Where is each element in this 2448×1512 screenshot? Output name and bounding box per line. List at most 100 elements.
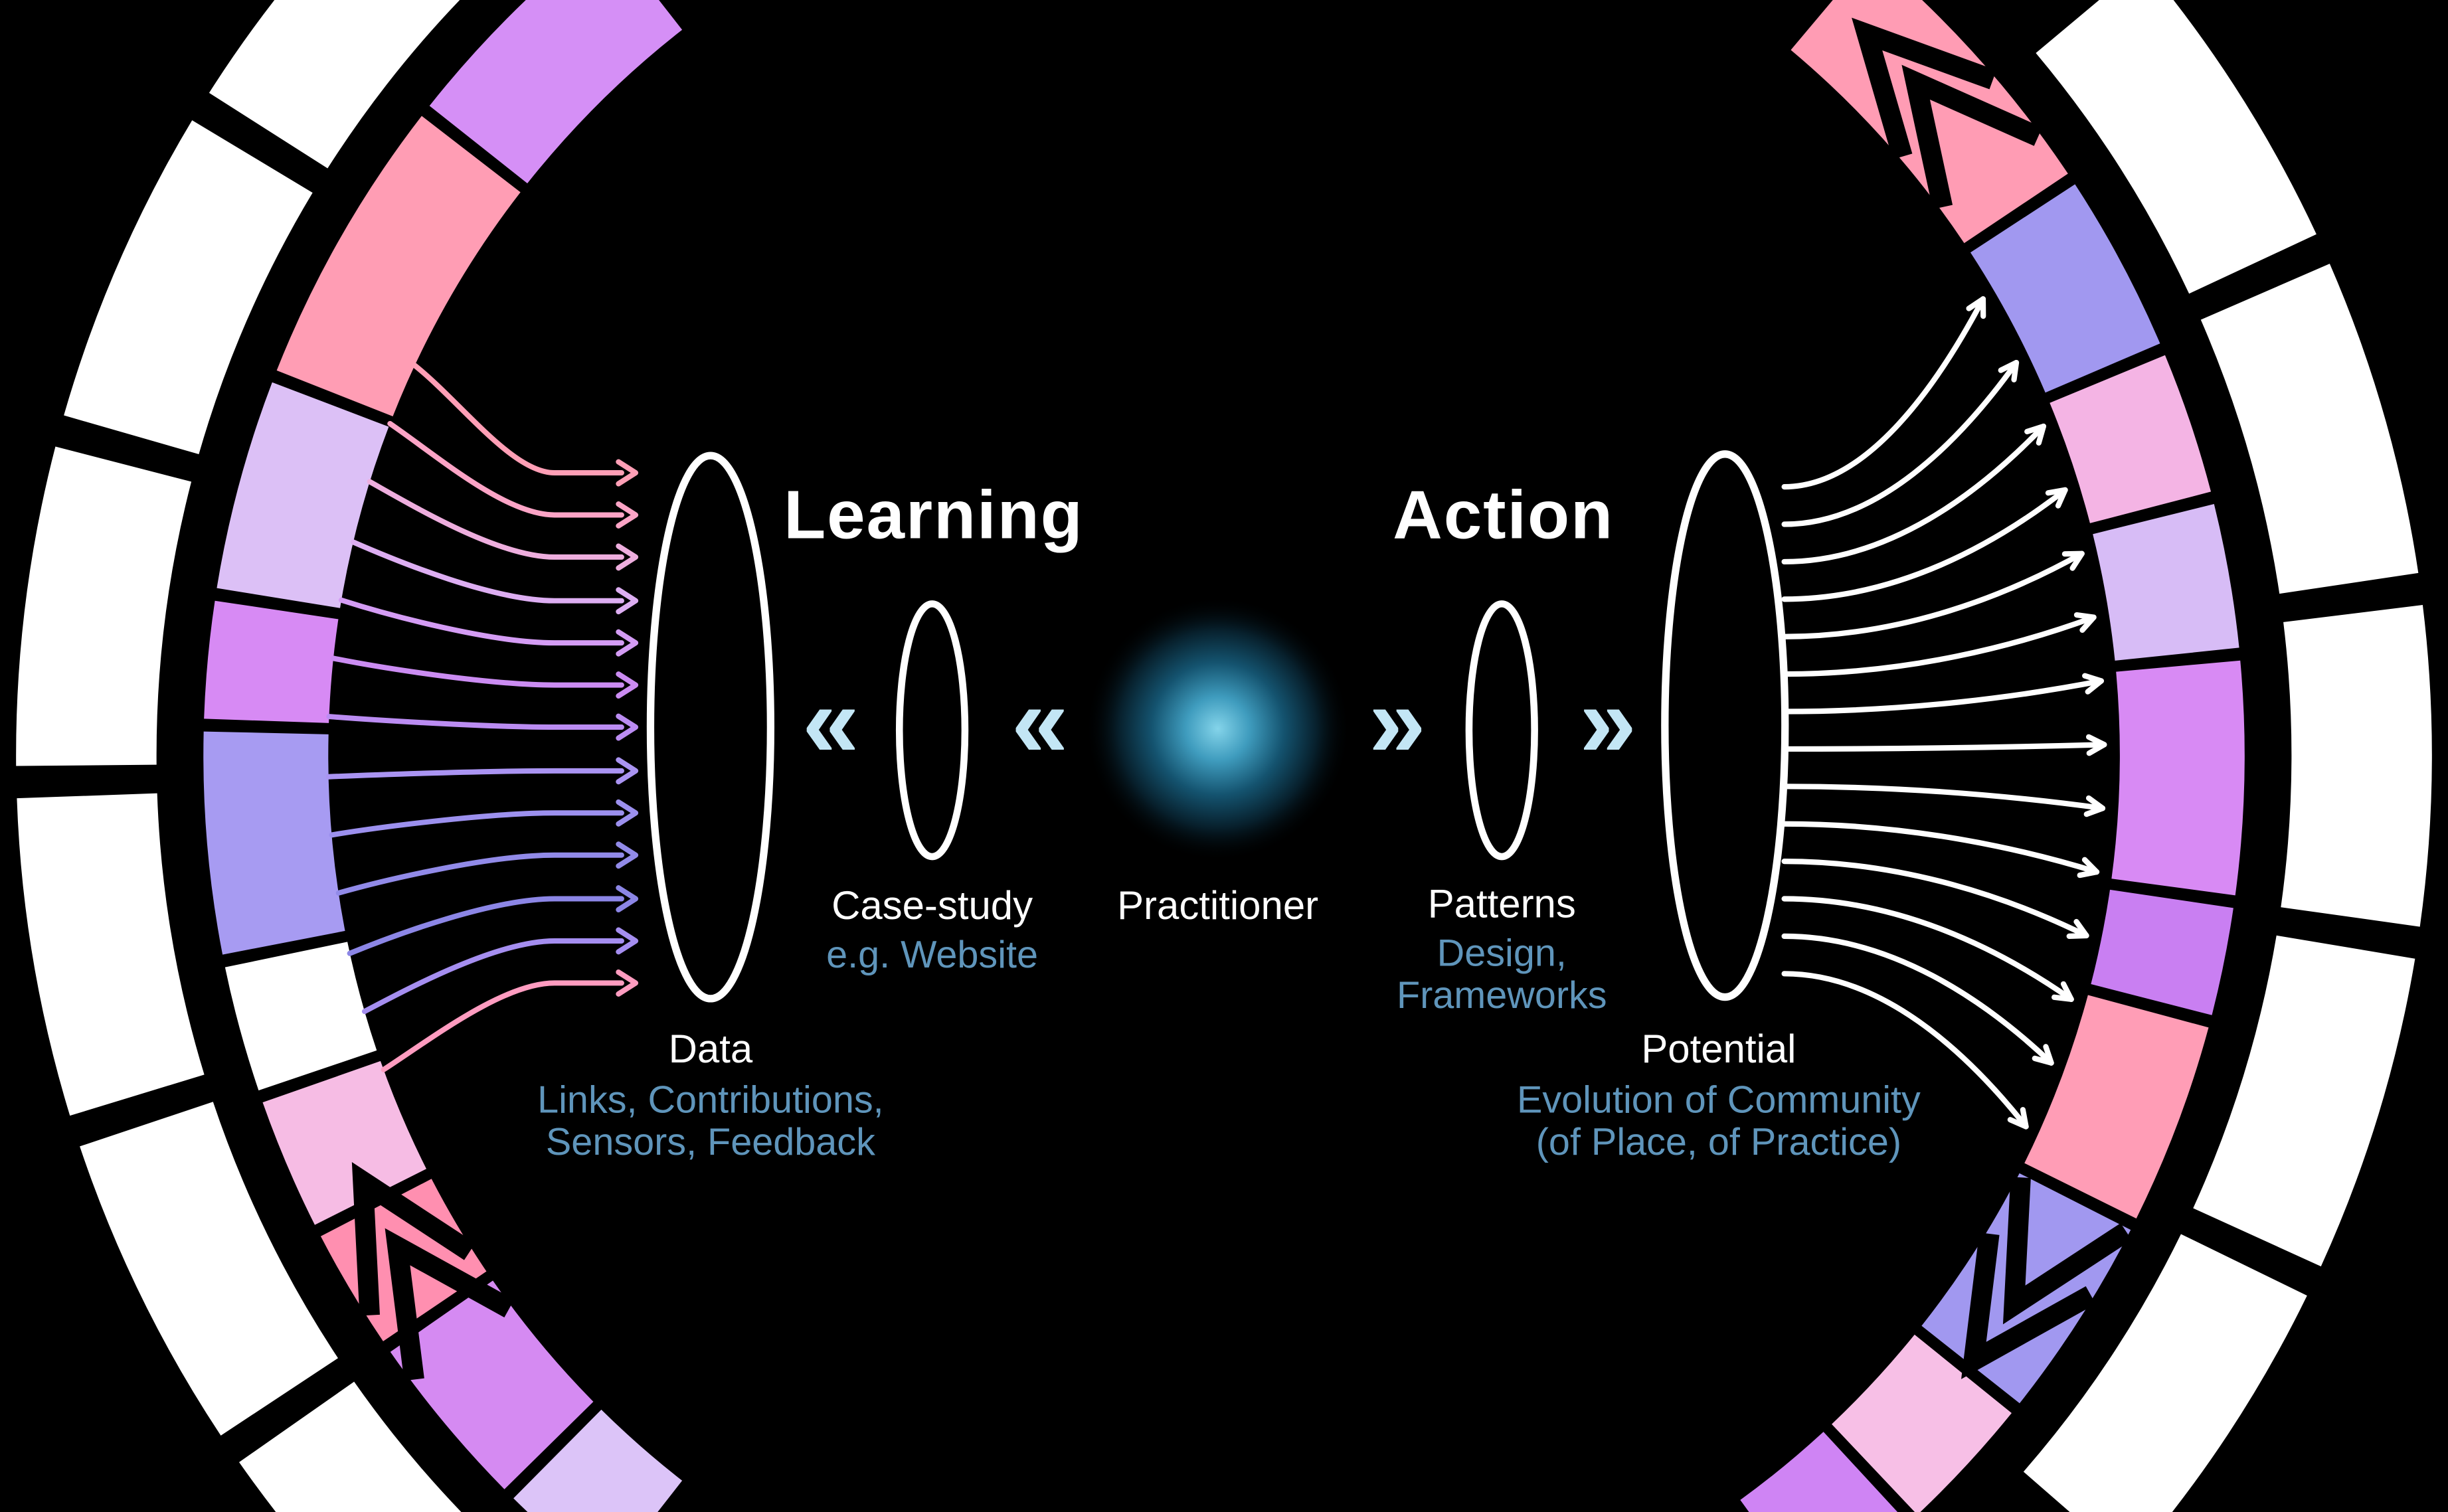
inflow-arrow (326, 714, 624, 730)
ring-flow-chevron-icon (351, 1162, 476, 1316)
patterns-detail-1: Design, (1437, 932, 1567, 975)
outflow-arrow (1781, 359, 2020, 527)
ring-flow-chevron-icon (1852, 17, 1996, 159)
data-inflow-arrows (325, 363, 639, 1072)
outflow-arrow (1781, 614, 2097, 677)
ring-flow-chevron-icon (2002, 1177, 2132, 1325)
patterns-detail-2: Frameworks (1397, 974, 1607, 1017)
ring-right-segment-pale-pink (2050, 355, 2212, 523)
outflow-arrow (1781, 971, 2029, 1130)
ring-left-segment-salmon (276, 116, 521, 416)
potential-detail-2: (of Place, of Practice) (1536, 1121, 1901, 1163)
inflow-arrowhead-icon (616, 501, 639, 529)
inflow-arrow (335, 852, 624, 896)
ring-left-white-segment (16, 446, 192, 766)
action-title: Action (1393, 476, 1614, 553)
practitioner-label: Practitioner (1117, 883, 1318, 928)
inflow-arrowhead-icon (616, 969, 639, 997)
inflow-arrowhead-icon (616, 885, 639, 912)
outflow-arrow (1781, 423, 2047, 565)
ring-right-white-segment (2023, 1234, 2307, 1512)
inflow-arrow (330, 655, 624, 688)
outflow-arrowhead-icon (1966, 296, 1986, 319)
ring-right-segment-orchid (2111, 660, 2245, 896)
outflow-arrowhead-icon (2077, 857, 2100, 879)
outflow-arrow (1781, 784, 2106, 811)
outflow-arrow (1781, 550, 2085, 639)
world-ring-left (16, 0, 683, 1512)
ring-right-white-segment (2281, 605, 2432, 927)
data-detail-2: Sensors, Feedback (546, 1121, 875, 1163)
inflow-arrow (381, 980, 624, 1072)
inflow-arrow (367, 479, 624, 560)
patterns-label: Patterns (1428, 882, 1576, 926)
outflow-arrow (1781, 896, 2074, 1002)
ring-left-segment-white (224, 942, 377, 1091)
practitioner-orb (1085, 596, 1351, 862)
outflow-arrow (1781, 678, 2104, 714)
ring-left-segment-orchid (204, 600, 339, 723)
outflow-arrowhead-icon (2085, 734, 2107, 756)
outflow-arrowhead-icon (2073, 612, 2097, 633)
outflow-arrowhead-icon (2061, 550, 2085, 571)
inflow-arrowhead-icon (616, 757, 639, 785)
outflow-arrow (1781, 933, 2054, 1066)
learning-chevron-outer-icon: « (802, 664, 859, 779)
inflow-arrow (412, 363, 624, 475)
ring-left-white-segment (17, 793, 205, 1116)
inflow-arrowhead-icon (616, 587, 639, 615)
action-chevron-outer-icon: » (1579, 664, 1636, 779)
outflow-arrowhead-icon (2083, 795, 2106, 817)
outflow-arrowhead-icon (1998, 359, 2020, 382)
data-detail-1: Links, Contributions, (537, 1078, 884, 1121)
ring-left-segment-orchid (390, 1280, 594, 1489)
case-study-detail: e.g. Website (826, 934, 1038, 976)
outflow-arrowhead-icon (2024, 423, 2047, 446)
ring-right-white-segment (2200, 264, 2419, 594)
inflow-arrowhead-icon (616, 543, 639, 571)
outflow-arrow (1781, 487, 2068, 602)
ring-right-white-segment (2193, 935, 2415, 1267)
ring-flow-chevron-icon (1961, 1232, 2096, 1379)
data-label: Data (669, 1027, 753, 1071)
ring-right-white-segment (2036, 0, 2317, 294)
ring-right-segment-pale-pink (1832, 1334, 2012, 1512)
patterns-lens (1465, 600, 1538, 861)
inflow-arrowhead-icon (616, 459, 639, 487)
ring-left-segment-periwinkle (203, 731, 345, 955)
ring-left-white-segment (64, 120, 313, 455)
inflow-arrowhead-icon (616, 629, 639, 657)
outflow-arrowhead-icon (2082, 673, 2104, 695)
world-ring-right (1740, 0, 2432, 1512)
potential-lens (1661, 450, 1789, 1001)
potential-label: Potential (1641, 1027, 1796, 1071)
learning-chevron-inner-icon: « (1011, 664, 1069, 779)
outflow-arrow (1781, 821, 2100, 875)
data-lens (646, 452, 775, 1003)
outflow-arrowhead-icon (2045, 487, 2068, 509)
inflow-arrowhead-icon (616, 799, 639, 827)
outflow-arrowhead-icon (2066, 918, 2089, 940)
ring-left-segment-pale-lavender (513, 1409, 683, 1512)
potential-outflow-arrows (1781, 296, 2107, 1130)
outflow-arrowhead-icon (2052, 981, 2074, 1002)
inflow-arrowhead-icon (616, 713, 639, 741)
ring-left-segment-violet (429, 0, 683, 184)
inflow-arrow (325, 768, 624, 780)
outflow-arrow (1781, 859, 2089, 939)
outflow-arrowhead-icon (2007, 1107, 2029, 1130)
inflow-arrowhead-icon (616, 671, 639, 699)
ring-right-segment-purple (1740, 1432, 1898, 1512)
outflow-arrowhead-icon (2032, 1044, 2054, 1066)
ring-right-segment-salmon (2024, 995, 2209, 1218)
ring-left-segment-pale-lavender (217, 382, 389, 608)
inflow-arrow (338, 597, 624, 646)
inflow-arrow (387, 420, 624, 518)
outflow-arrow (1781, 742, 2107, 752)
inflow-arrow (347, 896, 624, 956)
inflow-arrowhead-icon (616, 841, 639, 869)
inflow-arrow (361, 938, 624, 1015)
ring-right-segment-pale-lavender (2093, 504, 2239, 661)
case-study-label: Case-study (831, 883, 1033, 928)
